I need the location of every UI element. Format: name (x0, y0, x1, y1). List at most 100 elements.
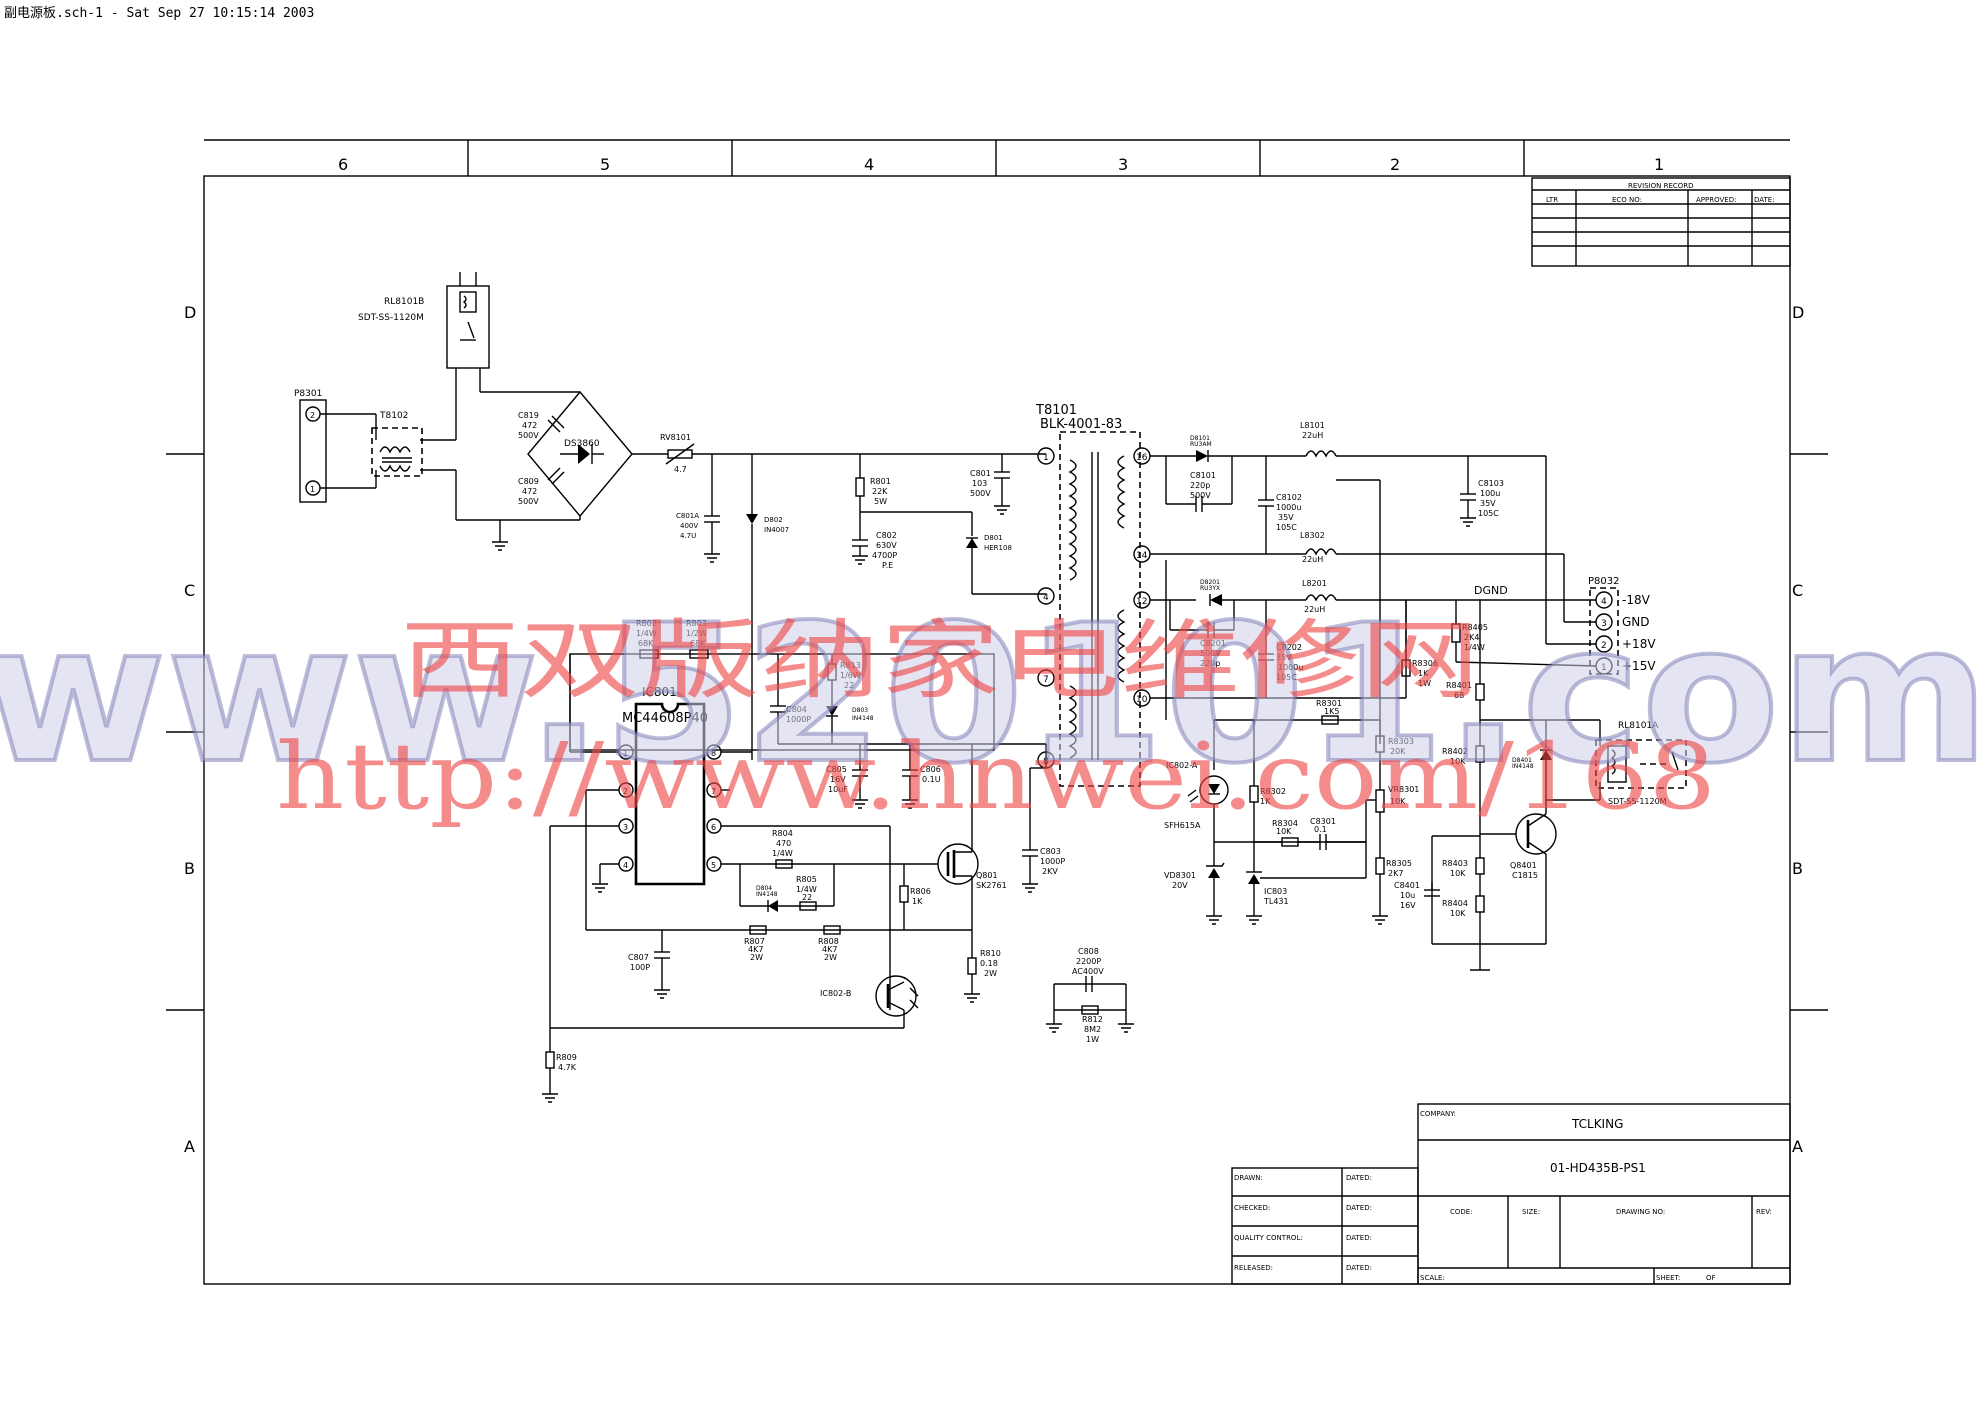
svg-text:VR8301: VR8301 (1388, 785, 1419, 794)
svg-text:3: 3 (623, 823, 628, 832)
svg-text:R803: R803 (686, 619, 707, 628)
svg-text:220p: 220p (1200, 659, 1220, 668)
svg-text:IN4148: IN4148 (852, 715, 874, 722)
output-pos15v: +15V (1622, 659, 1656, 673)
title-block: COMPANY: TCLKING 01-HD435B-PS1 CODE: SIZ… (1231, 1103, 1791, 1285)
svg-text:35V: 35V (1276, 653, 1292, 662)
capacitor-c808: C808 2200P AC400V (1072, 947, 1104, 976)
watermark-url: http://www.hnwei.com/168 (276, 723, 1716, 830)
svg-text:C808: C808 (1078, 947, 1099, 956)
svg-text:1/4W: 1/4W (636, 629, 657, 638)
svg-text:1W: 1W (1086, 1035, 1099, 1044)
svg-text:22: 22 (802, 893, 812, 902)
svg-text:1: 1 (1043, 453, 1049, 463)
choke-t8102: T8102 (371, 411, 423, 477)
svg-text:R802: R802 (636, 619, 657, 628)
bridge-rectifier-ds3860: DS3860 (527, 390, 633, 518)
svg-text:7: 7 (711, 787, 716, 796)
svg-text:REVISION RECORD: REVISION RECORD (1628, 182, 1694, 190)
svg-text:10K: 10K (1450, 869, 1466, 878)
resistor-r8404: R8404 (1442, 899, 1468, 908)
t8101-pin-1 (1037, 447, 1055, 465)
svg-text:BLK-4001-83: BLK-4001-83 (1040, 417, 1122, 432)
zone-top-3: 3 (1118, 155, 1128, 174)
capacitor-c802: C802 630V 4700P P.E (872, 531, 897, 570)
zone-top-1: 1 (1654, 155, 1664, 174)
svg-text:4: 4 (1601, 597, 1607, 607)
svg-text:RV8101: RV8101 (660, 433, 691, 442)
svg-text:R804: R804 (772, 829, 793, 838)
resistor-r8301: R8301 (1316, 699, 1342, 708)
svg-text:22uH: 22uH (1302, 431, 1323, 440)
svg-text:C805: C805 (826, 765, 847, 774)
svg-text:14: 14 (1136, 551, 1148, 561)
capacitor-c819: C819 472 500V (518, 411, 565, 440)
svg-text:2W: 2W (824, 953, 837, 962)
svg-text:1/4W: 1/4W (772, 849, 793, 858)
svg-text:C819: C819 (518, 411, 539, 420)
capacitor-c8103: C8103 100u 35V 105C (1478, 479, 1504, 518)
capacitor-c801a: C801A 400V 4.7U (676, 512, 699, 540)
resistor-r8302: R8302 (1260, 787, 1286, 796)
svg-text:6: 6 (711, 823, 716, 832)
svg-text:0.1U: 0.1U (922, 775, 941, 784)
resistor-r804: R804 470 1/4W (772, 829, 793, 858)
resistor-r805: R805 1/4W 22 (796, 875, 817, 902)
capacitor-c801: C801 103 500V (970, 469, 991, 498)
resistor-r808: R808 4K7 2W (818, 937, 839, 962)
svg-text:P.E: P.E (882, 561, 893, 570)
svg-text:10uF: 10uF (828, 785, 848, 794)
zone-left-b: B (184, 859, 195, 878)
svg-text:100P: 100P (630, 963, 650, 972)
dgnd-label: DGND (1474, 584, 1508, 597)
svg-text:22: 22 (844, 681, 854, 690)
svg-text:SFH615A: SFH615A (1164, 821, 1201, 830)
svg-text:220p: 220p (1190, 481, 1210, 490)
svg-text:22uH: 22uH (1304, 605, 1325, 614)
svg-text:2KV: 2KV (1042, 867, 1058, 876)
svg-text:16: 16 (1136, 453, 1148, 463)
svg-text:CODE:: CODE: (1450, 1208, 1473, 1216)
svg-text:472: 472 (522, 487, 537, 496)
svg-text:1: 1 (623, 749, 628, 758)
svg-text:C809: C809 (518, 477, 539, 486)
svg-text:R807: R807 (744, 937, 765, 946)
svg-text:0.18: 0.18 (980, 959, 998, 968)
svg-text:R805: R805 (796, 875, 817, 884)
svg-text:22K: 22K (872, 487, 888, 496)
svg-text:2: 2 (310, 411, 315, 420)
svg-text:R8303: R8303 (1388, 737, 1414, 746)
svg-text:103: 103 (972, 479, 987, 488)
svg-text:500V: 500V (518, 431, 539, 440)
inductor-l8101: L8101 (1300, 421, 1325, 430)
svg-text:500V: 500V (1190, 491, 1211, 500)
diode-d802: D802 (764, 516, 783, 524)
svg-text:500V: 500V (1200, 649, 1221, 658)
svg-text:4.7: 4.7 (674, 465, 687, 474)
svg-text:35V: 35V (1278, 513, 1294, 522)
svg-text:RL8101A: RL8101A (1618, 721, 1659, 731)
resistor-r8401: R8401 (1446, 681, 1472, 690)
zone-top-4: 4 (864, 155, 874, 174)
svg-text:500V: 500V (970, 489, 991, 498)
svg-text:C8102: C8102 (1276, 493, 1302, 502)
capacitor-c804: C804 1000P (786, 705, 811, 724)
svg-text:OF: OF (1706, 1274, 1716, 1282)
svg-text:Q801: Q801 (976, 871, 998, 880)
svg-text:DRAWING NO:: DRAWING NO: (1616, 1208, 1665, 1216)
svg-text:IC801: IC801 (642, 685, 677, 699)
zener-vd8301: VD8301 (1164, 871, 1196, 880)
svg-text:10: 10 (1136, 695, 1148, 705)
svg-text:5W: 5W (874, 497, 887, 506)
svg-text:C801A: C801A (676, 512, 699, 520)
shunt-regulator-ic803: IC803 (1264, 887, 1287, 896)
svg-text:T8102: T8102 (379, 411, 408, 421)
svg-text:DATED:: DATED: (1346, 1264, 1372, 1272)
svg-text:2: 2 (1601, 641, 1607, 651)
capacitor-c8401: C8401 10u 16V (1394, 881, 1420, 910)
svg-text:RELEASED:: RELEASED: (1234, 1264, 1273, 1272)
capacitor-c806: C806 0.1U (920, 765, 941, 784)
resistor-r806: R806 (910, 887, 931, 896)
resistor-r803: R803 1/2W 68K (686, 619, 709, 659)
